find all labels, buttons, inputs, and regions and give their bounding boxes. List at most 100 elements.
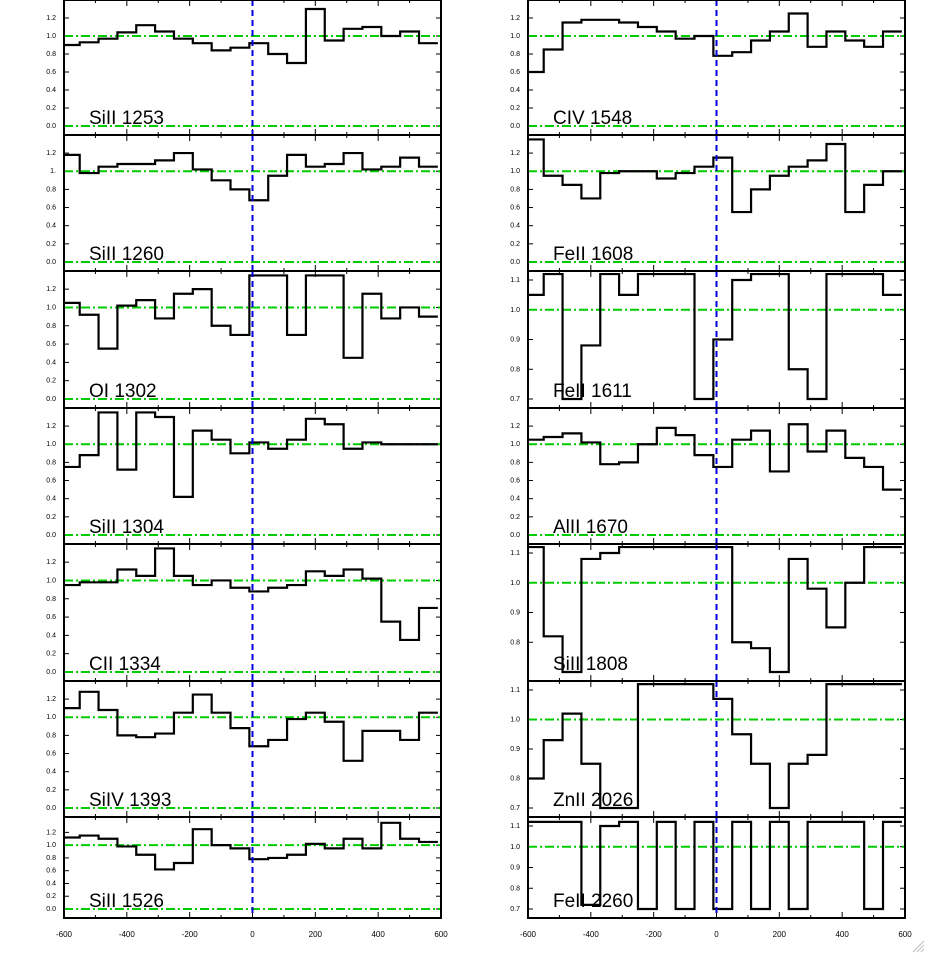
y-tick-label-7-0: 0.0 xyxy=(510,123,520,130)
y-tick-label-0-5: 1.0 xyxy=(46,33,56,40)
y-tick-label-10-6: 1.2 xyxy=(510,423,520,430)
y-tick-label-2-1: 0.2 xyxy=(46,378,56,385)
spectrum-step-0 xyxy=(64,7,438,65)
y-tick-label-6-5: 1.0 xyxy=(46,842,56,849)
y-tick-label-6-6: 1.2 xyxy=(46,829,56,836)
y-tick-label-13-3: 1.0 xyxy=(510,844,520,851)
y-tick-label-1-0: 0.0 xyxy=(46,259,56,266)
x-tick-label-1-6: 600 xyxy=(898,930,912,939)
y-tick-label-10-2: 0.4 xyxy=(510,496,520,503)
y-tick-label-8-5: 1.0 xyxy=(510,168,520,175)
spectrum-step-10 xyxy=(528,423,902,491)
spectrum-step-12 xyxy=(528,683,902,810)
spectrum-step-8 xyxy=(528,138,902,214)
y-tick-label-6-4: 0.8 xyxy=(46,855,56,862)
y-tick-label-8-3: 0.6 xyxy=(510,205,520,212)
y-tick-label-12-2: 0.9 xyxy=(510,746,520,753)
y-tick-label-4-5: 1.0 xyxy=(46,577,56,584)
resize-grip-icon[interactable] xyxy=(911,939,925,953)
y-tick-label-10-5: 1.0 xyxy=(510,441,520,448)
y-tick-label-1-2: 0.4 xyxy=(46,223,56,230)
y-tick-label-5-4: 0.8 xyxy=(46,732,56,739)
y-tick-label-13-2: 0.9 xyxy=(510,865,520,872)
y-tick-label-13-0: 0.7 xyxy=(510,906,520,913)
y-tick-label-11-0: 0.8 xyxy=(510,639,520,646)
y-tick-label-0-0: 0.0 xyxy=(46,123,56,130)
ion-label-2: OI 1302 xyxy=(89,381,157,402)
y-tick-label-6-0: 0.0 xyxy=(46,906,56,913)
y-tick-label-0-4: 0.8 xyxy=(46,51,56,58)
y-tick-label-6-2: 0.4 xyxy=(46,880,56,887)
spectrum-step-5 xyxy=(64,690,438,762)
y-tick-label-2-3: 0.6 xyxy=(46,341,56,348)
x-tick-label-1-5: 400 xyxy=(835,930,849,939)
spectrum-step-13 xyxy=(528,820,902,911)
y-tick-label-3-1: 0.2 xyxy=(46,514,56,521)
x-tick-label-1-0: -600 xyxy=(520,930,537,939)
y-tick-label-5-6: 1.2 xyxy=(46,696,56,703)
y-tick-label-5-3: 0.6 xyxy=(46,751,56,758)
y-tick-label-10-1: 0.2 xyxy=(510,514,520,521)
y-tick-label-0-3: 0.6 xyxy=(46,69,56,76)
x-tick-label-1-4: 200 xyxy=(773,930,787,939)
y-tick-label-7-1: 0.2 xyxy=(510,105,520,112)
y-tick-label-2-0: 0.0 xyxy=(46,396,56,403)
y-tick-label-4-1: 0.2 xyxy=(46,651,56,658)
y-tick-label-4-3: 0.6 xyxy=(46,614,56,621)
y-tick-label-3-6: 1.2 xyxy=(46,423,56,430)
y-tick-label-0-1: 0.2 xyxy=(46,105,56,112)
y-tick-label-11-2: 1.0 xyxy=(510,580,520,587)
y-tick-label-4-2: 0.4 xyxy=(46,632,56,639)
y-tick-label-9-4: 1.1 xyxy=(510,277,520,284)
ion-label-11: SiII 1808 xyxy=(553,654,628,675)
y-tick-label-2-6: 1.2 xyxy=(46,286,56,293)
y-tick-label-7-4: 0.8 xyxy=(510,51,520,58)
y-tick-label-10-3: 0.6 xyxy=(510,478,520,485)
x-tick-label-0-2: -200 xyxy=(182,930,199,939)
y-tick-label-11-3: 1.1 xyxy=(510,550,520,557)
y-tick-label-3-4: 0.8 xyxy=(46,459,56,466)
y-tick-label-13-1: 0.8 xyxy=(510,885,520,892)
y-tick-label-2-4: 0.8 xyxy=(46,323,56,330)
y-tick-label-7-5: 1.0 xyxy=(510,33,520,40)
x-tick-label-0-3: 0 xyxy=(250,930,255,939)
x-tick-label-1-2: -200 xyxy=(646,930,663,939)
y-tick-label-12-4: 1.1 xyxy=(510,687,520,694)
x-tick-label-0-4: 200 xyxy=(309,930,323,939)
ion-label-10: AlII 1670 xyxy=(553,517,628,538)
y-tick-label-0-2: 0.4 xyxy=(46,87,56,94)
y-tick-label-7-6: 1.2 xyxy=(510,15,520,22)
y-tick-label-8-0: 0.0 xyxy=(510,259,520,266)
y-tick-label-1-1: 0.2 xyxy=(46,241,56,248)
y-tick-label-4-0: 0.0 xyxy=(46,669,56,676)
y-tick-label-8-1: 0.2 xyxy=(510,241,520,248)
ion-label-0: SiII 1253 xyxy=(89,108,164,129)
y-tick-label-5-5: 1.0 xyxy=(46,714,56,721)
y-tick-label-13-4: 1.1 xyxy=(510,823,520,830)
spectrum-step-1 xyxy=(64,151,438,202)
ion-label-3: SiII 1304 xyxy=(89,517,164,538)
y-tick-label-6-3: 0.6 xyxy=(46,868,56,875)
x-tick-label-1-1: -400 xyxy=(583,930,600,939)
y-tick-label-5-2: 0.4 xyxy=(46,769,56,776)
x-tick-label-0-6: 600 xyxy=(434,930,448,939)
y-tick-label-2-5: 1.0 xyxy=(46,304,56,311)
y-tick-label-1-6: 1.2 xyxy=(46,150,56,157)
panel-frame-13 xyxy=(527,816,906,919)
spectrum-step-4 xyxy=(64,547,438,642)
x-tick-label-0-1: -400 xyxy=(119,930,136,939)
y-tick-label-9-2: 0.9 xyxy=(510,337,520,344)
y-tick-label-7-3: 0.6 xyxy=(510,69,520,76)
